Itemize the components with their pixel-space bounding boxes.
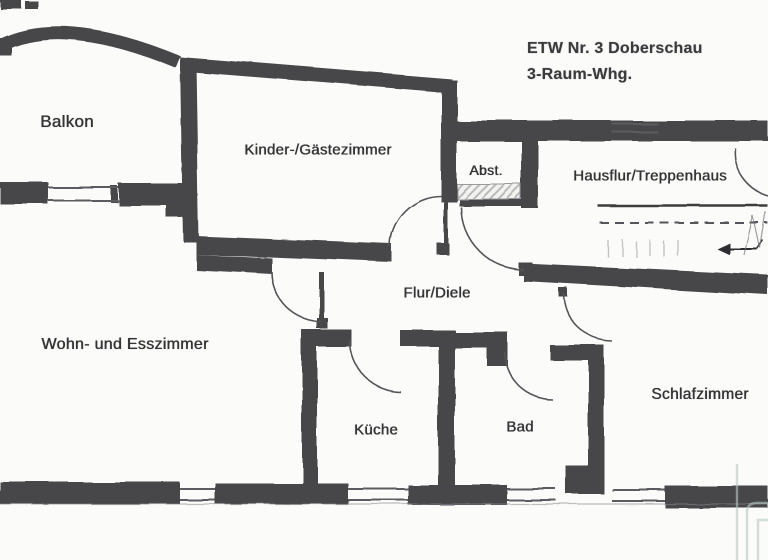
balcony-window <box>48 186 118 201</box>
bad-top-wall-right <box>550 345 592 360</box>
stairs-group <box>598 204 768 257</box>
wall-stub-topleft-2 <box>26 2 39 10</box>
door-arc-apartment-entrance <box>460 206 524 270</box>
bottom-window-3 <box>507 488 556 501</box>
bottom-window-2 <box>348 488 408 501</box>
balcony-window-post <box>110 185 117 202</box>
door-arc-wohnzimmer <box>271 271 323 323</box>
room-label-schlafzimmer: Schlafzimmer <box>651 386 749 403</box>
door-arc-kinderzimmer <box>389 195 442 248</box>
plan-title: ETW Nr. 3 Doberschau 3-Raum-Whg. <box>527 36 703 88</box>
kueche-top-wall-left <box>302 330 352 347</box>
stairs-direction-arrow <box>717 239 764 255</box>
bottom-wall-3 <box>408 485 507 505</box>
kinder-right-wall <box>441 80 457 202</box>
kinder-left-wall <box>180 60 199 242</box>
door-arc-schlafzimmer <box>562 291 613 342</box>
bottom-window-4 <box>612 489 665 502</box>
kinder-bottom-wall <box>196 236 392 262</box>
wohnzimmer-door-hinge <box>317 318 328 329</box>
bad-right-wall <box>588 345 604 471</box>
abst-partition-hatched <box>456 183 522 200</box>
bottom-wall-2 <box>215 483 348 504</box>
hausflur-bottom-wall <box>523 263 768 295</box>
room-label-wohnzimmer: Wohn- und Esszimmer <box>41 336 209 353</box>
wohnzimmer-north-wall <box>196 254 272 274</box>
abst-right-wall <box>521 122 538 208</box>
plan-title-line1: ETW Nr. 3 Doberschau <box>527 40 703 57</box>
room-label-bad: Bad <box>506 418 534 436</box>
balcony-bottom-wall-left <box>0 182 48 204</box>
windows-group <box>48 123 665 502</box>
kueche-top-wall-right <box>400 330 442 346</box>
arrow-head-icon <box>717 243 730 255</box>
hausflur-top-window <box>612 123 658 133</box>
entrance-door-leaf <box>459 196 523 206</box>
room-label-kinderzimmer: Kinder-/Gästezimmer <box>244 141 392 159</box>
balcony-arc-wall <box>0 26 181 69</box>
kueche-left-wall <box>302 330 317 490</box>
kinder-door-leaf <box>444 200 448 248</box>
bottom-window-1 <box>180 488 215 501</box>
room-label-abstellraum: Abst. <box>469 162 503 178</box>
stairs-step-ticks <box>607 239 679 257</box>
door-arcs-group <box>271 147 768 401</box>
door-arc-hausflur-entrance <box>734 147 768 197</box>
room-label-kueche: Küche <box>353 421 399 439</box>
plan-title-line2: 3-Raum-Whg. <box>527 66 633 83</box>
wohnzimmer-door-leaf <box>319 272 324 322</box>
door-arc-bad <box>504 351 554 401</box>
bad-wall-foot <box>566 466 604 494</box>
walls-group <box>0 0 768 508</box>
bad-top-wall-left <box>455 332 489 348</box>
stairs-cut-zigzag <box>743 211 767 256</box>
kinder-top-wall <box>180 57 452 93</box>
watermark-logo <box>735 464 768 560</box>
bottom-wall-4 <box>665 486 768 508</box>
room-label-flur-diele: Flur/Diele <box>403 284 471 302</box>
bottom-wall-1 <box>0 482 180 504</box>
balcony-bottom-wall-right <box>118 183 168 205</box>
door-arc-kueche <box>349 340 401 392</box>
kinder-door-hinge <box>437 243 449 255</box>
balcony-wall-left-end <box>0 38 12 56</box>
schlafzimmer-door-stop <box>558 287 567 296</box>
kueche-bad-divider-wall <box>438 330 455 492</box>
room-label-balkon: Balkon <box>40 112 94 131</box>
wall-stub-topleft <box>0 0 22 9</box>
bad-top-pillar <box>487 332 508 366</box>
room-label-hausflur: Hausflur/Treppenhaus <box>573 167 727 185</box>
hausflur-top-wall <box>452 121 768 141</box>
